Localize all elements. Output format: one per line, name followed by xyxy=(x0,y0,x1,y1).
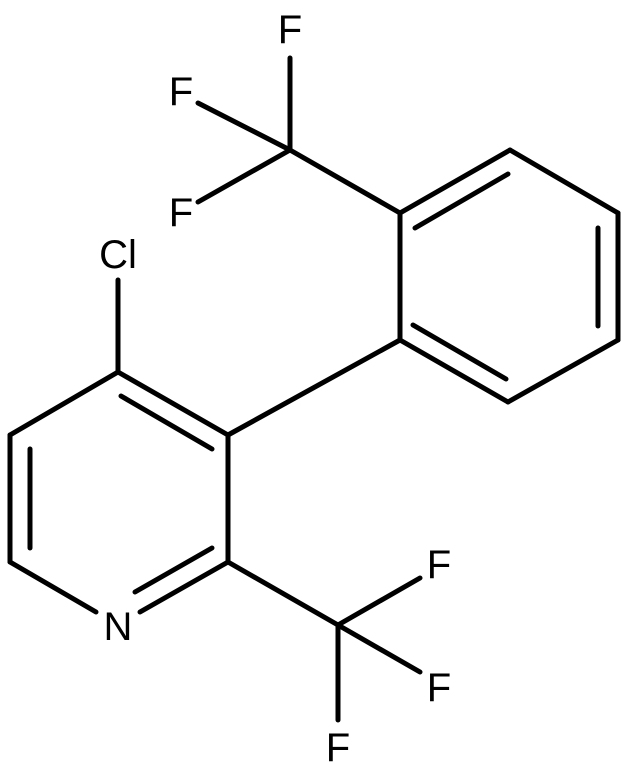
bond-biaryl xyxy=(225,337,403,438)
bond-pyridine-c2-n xyxy=(137,559,231,615)
atom-label-fluorine-top-3: F xyxy=(169,191,193,235)
bond-ring-to-cf3-bottom xyxy=(225,559,341,628)
atom-label-fluorine-bottom-1: F xyxy=(427,543,451,587)
bond-benzene-1-inner xyxy=(412,171,511,231)
bond-cf3-top-to-f2 xyxy=(195,100,293,153)
bond-cf3-top-to-f3 xyxy=(195,147,293,205)
bond-benzene-5-inner xyxy=(410,322,509,382)
atom-label-fluorine-top-1: F xyxy=(278,8,302,52)
atom-labels: F F F Cl N F F F xyxy=(99,8,451,770)
bond-benzene-1 xyxy=(397,147,513,216)
bond-benzene-4 xyxy=(505,337,621,405)
bond-cf3-bottom-to-f2 xyxy=(335,622,423,675)
bond-cf3-bottom-to-f1 xyxy=(335,575,423,628)
upper-cf3-bonds xyxy=(195,55,403,216)
bond-benzene-2 xyxy=(507,147,621,216)
bond-pyridine-c5-c4 xyxy=(7,369,121,438)
bond-benzene-5 xyxy=(397,337,511,405)
atom-label-nitrogen: N xyxy=(104,605,133,649)
bond-pyridine-n-c6 xyxy=(7,559,99,615)
bond-pyridine-c4-c3 xyxy=(115,369,231,438)
atom-label-fluorine-bottom-2: F xyxy=(427,666,451,710)
atom-label-fluorine-bottom-3: F xyxy=(326,726,350,770)
bond-cf3-top-to-ring xyxy=(287,147,403,216)
pyridine-ring xyxy=(7,277,231,615)
benzene-ring xyxy=(397,147,621,405)
atom-label-fluorine-top-2: F xyxy=(169,70,193,114)
bond-pyridine-c4-c3-inner xyxy=(118,393,215,452)
lower-cf3-bonds xyxy=(225,559,423,723)
bond-pyridine-c2-n-inner xyxy=(132,545,215,595)
atom-label-chlorine: Cl xyxy=(99,233,137,277)
